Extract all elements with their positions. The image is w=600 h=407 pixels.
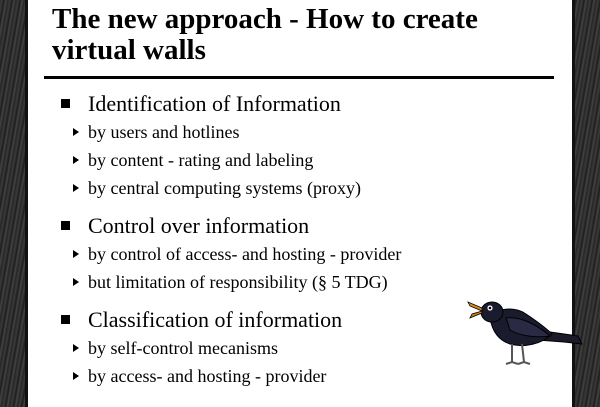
crow-icon: [467, 301, 583, 365]
bullet-group: Classification of information by self-co…: [56, 307, 536, 391]
slide-title: The new approach - How to create virtual…: [52, 3, 478, 66]
bullet-item: Identification of Information: [56, 91, 536, 119]
triangle-bullet-icon: [73, 128, 79, 136]
sub-bullet-item: by users and hotlines: [56, 119, 536, 147]
left-border-decoration: [0, 0, 28, 407]
sub-bullet-text: by content - rating and labeling: [88, 150, 314, 170]
sub-bullet-text: but limitation of responsibility (§ 5 TD…: [88, 272, 388, 292]
bullet-group: Identification of Information by users a…: [56, 91, 536, 203]
title-divider: [44, 76, 554, 79]
sub-bullet-item: by central computing systems (proxy): [56, 175, 536, 203]
bullet-item: Control over information: [56, 213, 536, 241]
bullet-item: Classification of information: [56, 307, 536, 335]
sub-bullet-text: by central computing systems (proxy): [88, 178, 361, 198]
triangle-bullet-icon: [73, 278, 79, 286]
slide: The new approach - How to create virtual…: [28, 0, 583, 407]
sub-bullet-item: by control of access- and hosting - prov…: [56, 241, 536, 269]
sub-bullet-item: by self-control mecanisms: [56, 335, 536, 363]
bullet-text: Control over information: [88, 213, 310, 238]
sub-bullet-text: by users and hotlines: [88, 122, 240, 142]
sub-bullet-text: by self-control mecanisms: [88, 338, 278, 358]
right-border-decoration: [572, 0, 600, 407]
sub-bullet-item: by access- and hosting - provider: [56, 363, 536, 391]
bullet-text: Identification of Information: [88, 91, 341, 116]
triangle-bullet-icon: [73, 250, 79, 258]
sub-bullet-item: by content - rating and labeling: [56, 147, 536, 175]
sub-bullet-item: but limitation of responsibility (§ 5 TD…: [56, 269, 536, 297]
square-bullet-icon: [61, 99, 70, 108]
bullet-list: Identification of Information by users a…: [56, 91, 536, 401]
triangle-bullet-icon: [73, 156, 79, 164]
triangle-bullet-icon: [73, 344, 79, 352]
bullet-group: Control over information by control of a…: [56, 213, 536, 297]
sub-bullet-text: by control of access- and hosting - prov…: [88, 244, 402, 264]
square-bullet-icon: [61, 221, 70, 230]
sub-bullet-text: by access- and hosting - provider: [88, 366, 327, 386]
triangle-bullet-icon: [73, 184, 79, 192]
triangle-bullet-icon: [73, 372, 79, 380]
square-bullet-icon: [61, 315, 70, 324]
bullet-text: Classification of information: [88, 307, 343, 332]
